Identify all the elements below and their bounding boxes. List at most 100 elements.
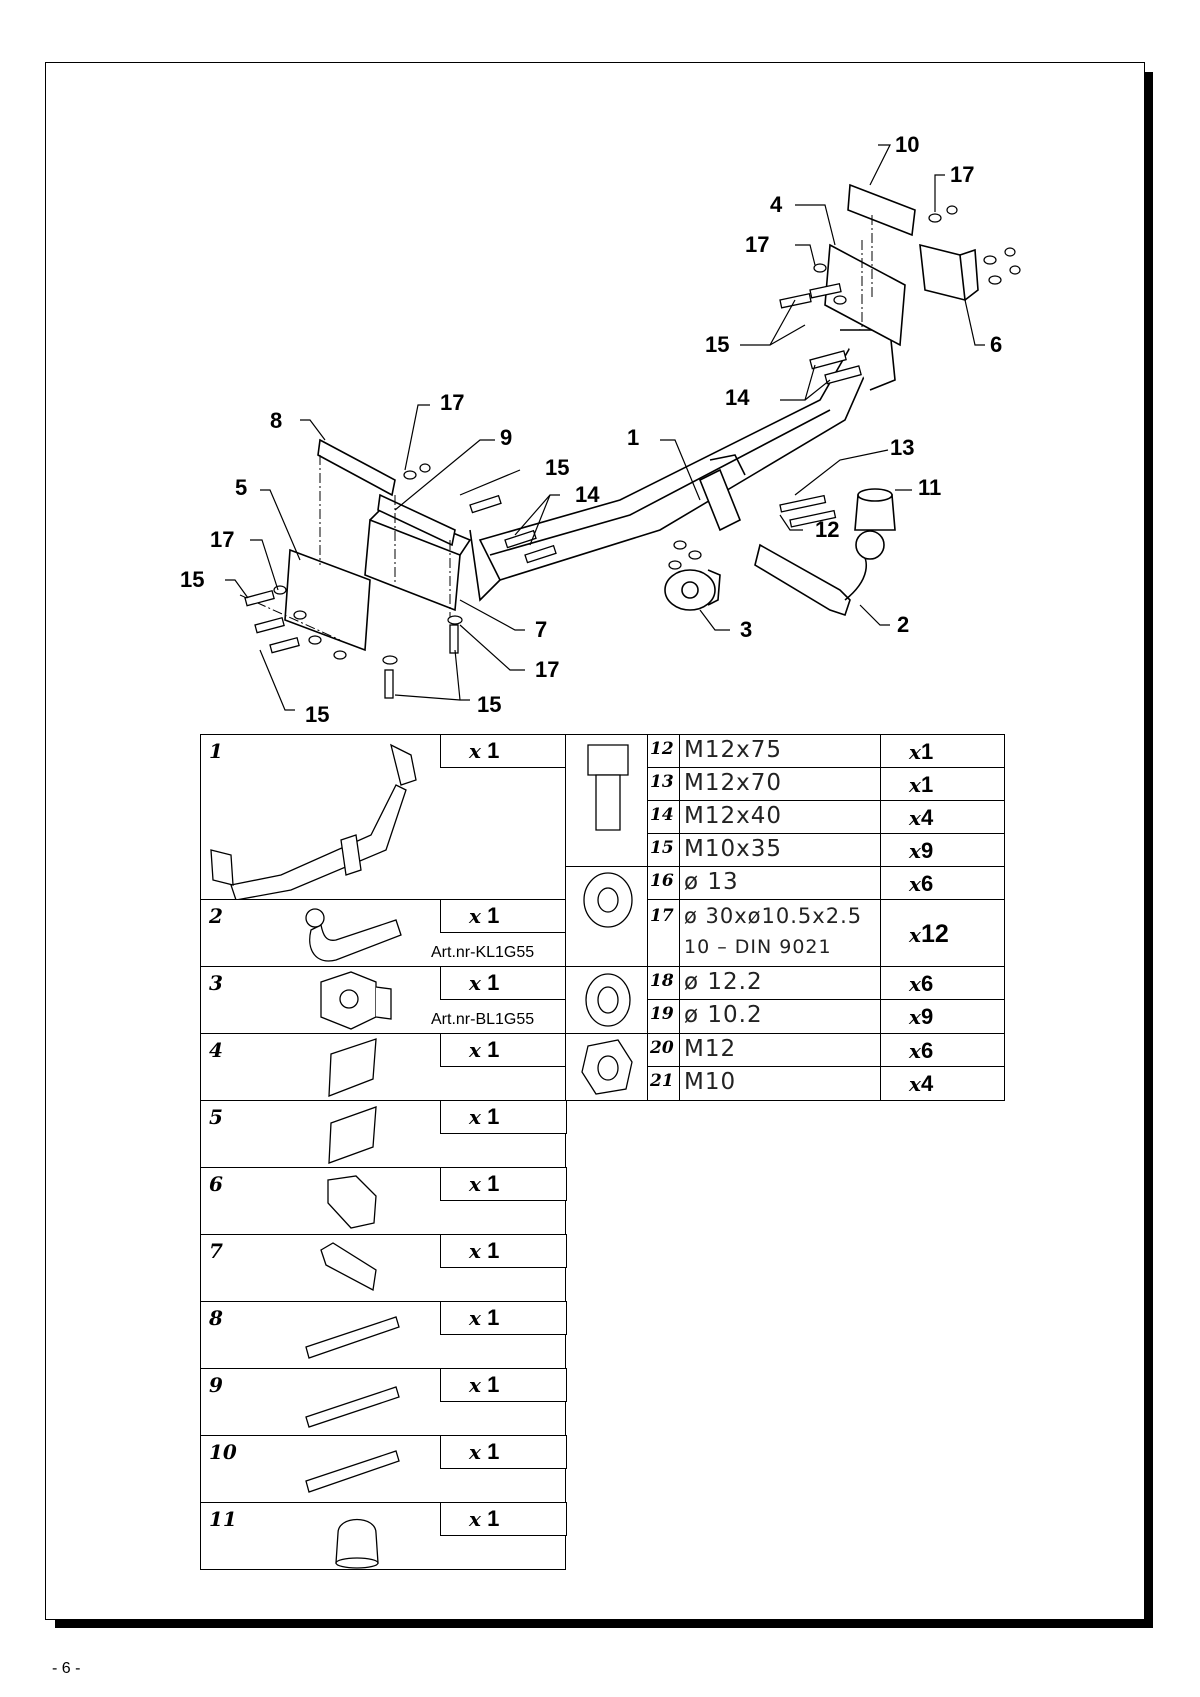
callout-2: 2 (897, 612, 909, 637)
callout-5: 5 (235, 475, 247, 500)
part-number: 9 (209, 1373, 223, 1397)
qty-box: x 1 (440, 734, 567, 768)
part-row-5: 5 x 1 (200, 1100, 567, 1168)
callout-14-mid: 14 (575, 482, 600, 507)
part-number: 17 (650, 906, 674, 926)
part-row-1: 1 x 1 (200, 734, 567, 901)
part-number: 2 (209, 904, 223, 928)
callout-8: 8 (270, 408, 282, 433)
part-spec: M12 (684, 1036, 737, 1062)
washer-icon (583, 872, 633, 928)
part-spec: M12x75 (684, 737, 782, 763)
callout-1: 1 (627, 425, 639, 450)
callout-4: 4 (770, 192, 783, 217)
bolt-icon-cell (565, 734, 648, 867)
plate-5-thumbnail (328, 1106, 377, 1164)
nut-icon (581, 1039, 633, 1095)
plate-4-thumbnail (328, 1038, 377, 1097)
callout-15-mid: 15 (545, 455, 569, 480)
exploded-assembly-diagram: 10 17 4 17 15 6 14 8 17 9 1 13 15 5 14 1… (180, 132, 1021, 727)
qty-box: x 1 (440, 1301, 567, 1335)
qty-box: x 1 (440, 899, 567, 933)
bolt-icon (587, 744, 629, 831)
part-number: 21 (650, 1071, 674, 1091)
part-number: 5 (209, 1105, 223, 1129)
part-row-2: 2 x 1 Art.nr-KL1G55 (200, 899, 567, 967)
frame-shadow-bottom (55, 1620, 1153, 1628)
callout-15-top: 15 (705, 332, 729, 357)
article-number: Art.nr-KL1G55 (431, 944, 535, 961)
part-number: 18 (650, 971, 674, 991)
part-row-6: 6 x 1 (200, 1167, 567, 1235)
part-number: 15 (650, 838, 674, 858)
qty-box: x 1 (440, 1167, 567, 1201)
part-row-7: 7 x 1 (200, 1234, 567, 1302)
part-spec: M12x40 (684, 803, 782, 829)
callout-15-bottom-left: 15 (305, 702, 329, 727)
part-row-10: 10 x 1 (200, 1435, 567, 1503)
callout-6: 6 (990, 332, 1002, 357)
callout-15-left: 15 (180, 567, 204, 592)
article-number: Art.nr-BL1G55 (431, 1011, 535, 1028)
frame-shadow-right (1145, 72, 1153, 1628)
qty-box: x 1 (440, 1502, 567, 1536)
qty-box: x 1 (440, 1234, 567, 1268)
callout-14-top: 14 (725, 385, 750, 410)
part-number: 10 (209, 1440, 237, 1464)
part-spec: ø 10.2 (684, 1002, 763, 1028)
part-row-3: 3 x 1 Art.nr-BL1G55 (200, 966, 567, 1034)
part-number: 14 (650, 805, 674, 825)
page-number: - 6 - (52, 1660, 81, 1677)
part-spec: ø 30xø10.5x2.5 (684, 904, 863, 928)
part-number: 16 (650, 871, 674, 891)
part-number: 20 (650, 1038, 674, 1058)
bracket-6-thumbnail (327, 1175, 377, 1229)
callout-13: 13 (890, 435, 914, 460)
plate-9-thumbnail (305, 1386, 400, 1428)
part-spec-standard: 10 – DIN 9021 (684, 936, 832, 958)
tow-ball-thumbnail (305, 908, 402, 962)
qty-box: x 1 (440, 1435, 567, 1469)
part-number: 13 (650, 772, 674, 792)
part-row-8: 8 x 1 (200, 1301, 567, 1369)
callout-10: 10 (895, 132, 919, 157)
part-number: 19 (650, 1004, 674, 1024)
callout-7: 7 (535, 617, 547, 642)
socket-plate-thumbnail (320, 971, 392, 1030)
qty-box: x 1 (440, 1100, 567, 1134)
callout-12: 12 (815, 517, 839, 542)
part-number: 11 (209, 1507, 237, 1531)
washer-icon-cell (565, 866, 648, 967)
callout-9: 9 (500, 425, 512, 450)
callout-3: 3 (740, 617, 752, 642)
part-spec: M12x70 (684, 770, 782, 796)
callout-17-bottom: 17 (535, 657, 559, 682)
part-row-11: 11 x 1 (200, 1502, 567, 1570)
part-number: 6 (209, 1172, 223, 1196)
spring-washer-icon-cell (565, 966, 648, 1034)
part-spec: ø 12.2 (684, 969, 763, 995)
part-spec: M10 (684, 1069, 737, 1095)
callout-11: 11 (918, 475, 941, 500)
part-number: 4 (209, 1038, 223, 1062)
callout-17-top-right: 17 (950, 162, 974, 187)
part-number: 3 (209, 971, 223, 995)
callout-17-top: 17 (745, 232, 769, 257)
bracket-7-thumbnail (320, 1242, 377, 1292)
cap-thumbnail (335, 1519, 379, 1569)
plate-8-thumbnail (305, 1316, 400, 1359)
qty-box: x 1 (440, 1368, 567, 1402)
part-number: 1 (209, 739, 223, 763)
callout-15-bottom: 15 (477, 692, 501, 717)
nut-icon-cell (565, 1033, 648, 1101)
spring-washer-icon (585, 973, 631, 1027)
part-row-9: 9 x 1 (200, 1368, 567, 1436)
callout-17-left: 17 (210, 527, 234, 552)
part-spec: M10x35 (684, 836, 782, 862)
crossbar-thumbnail (210, 743, 417, 901)
qty-box: x 1 (440, 1033, 567, 1067)
part-spec: ø 13 (684, 869, 739, 895)
part-row-4: 4 x 1 (200, 1033, 567, 1101)
part-number: 7 (209, 1239, 223, 1263)
plate-10-thumbnail (305, 1450, 400, 1493)
